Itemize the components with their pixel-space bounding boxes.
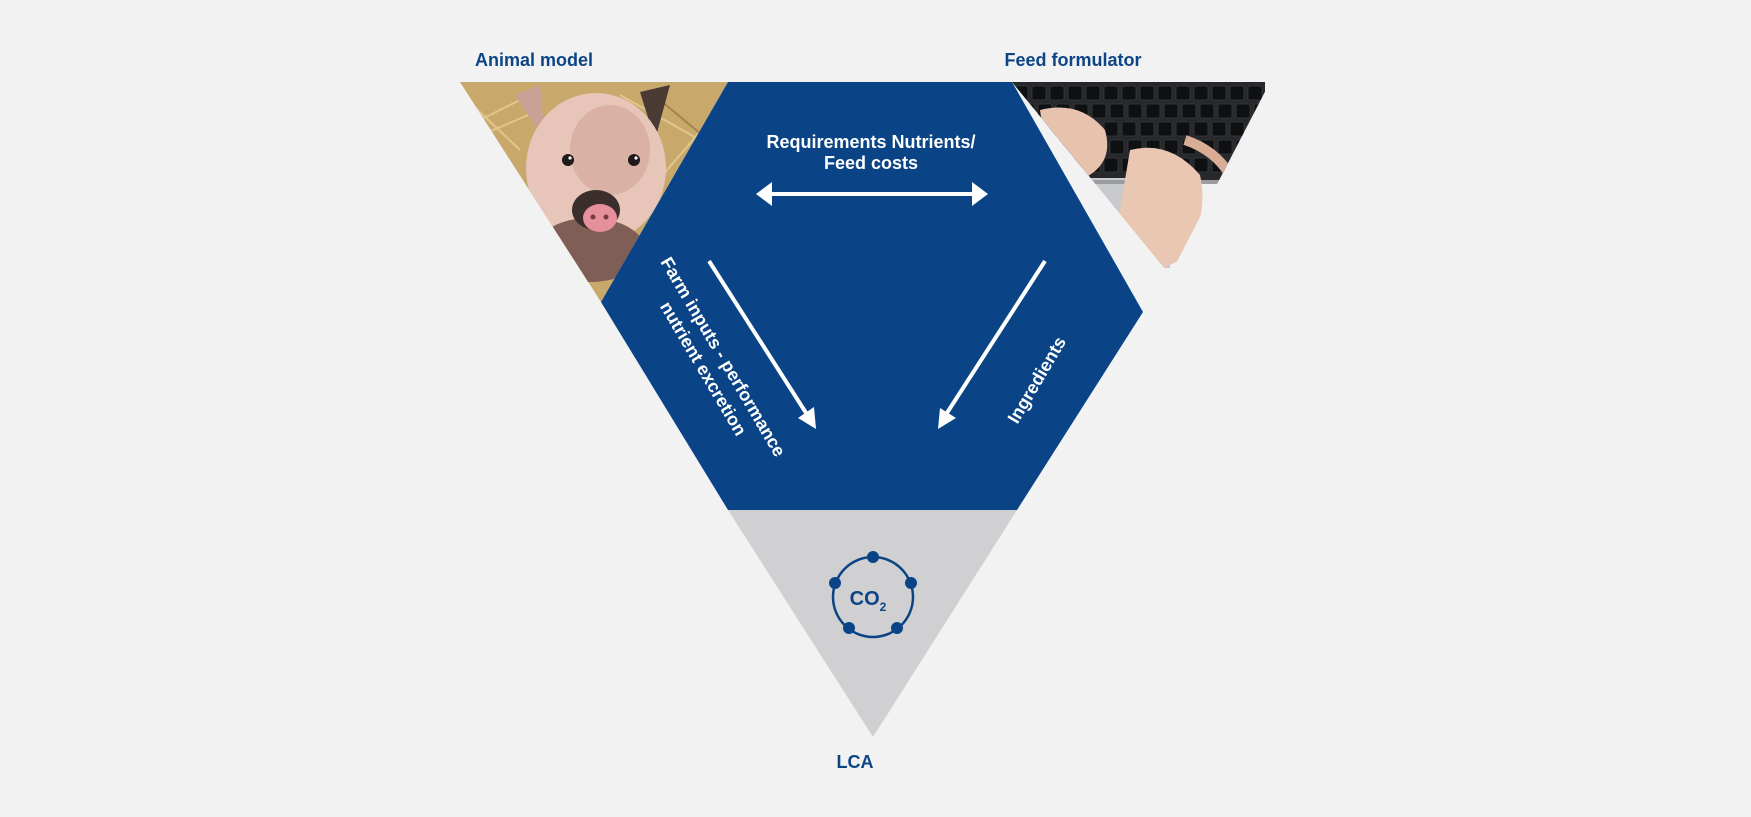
keyboard-key <box>1067 85 1083 101</box>
edge-label-top-line1: Requirements Nutrients/ <box>766 132 975 152</box>
keyboard-key <box>1031 85 1047 101</box>
keyboard-key <box>1253 103 1269 119</box>
keyboard-key <box>1181 103 1197 119</box>
keyboard-key <box>1253 139 1269 155</box>
co2-text: CO2 <box>850 588 887 614</box>
keyboard-key <box>1139 85 1155 101</box>
lca-triangle <box>728 510 1017 737</box>
right-diagonal-arrow <box>938 259 1047 429</box>
label-lca: LCA <box>836 752 874 772</box>
keyboard-key <box>1217 139 1233 155</box>
keyboard-key <box>1175 85 1191 101</box>
keyboard-key <box>1211 121 1227 137</box>
keyboard-key <box>1235 103 1251 119</box>
keyboard-key <box>1193 85 1209 101</box>
keyboard-key <box>1247 85 1263 101</box>
keyboard-key <box>1175 121 1191 137</box>
keyboard-key <box>1193 121 1209 137</box>
keyboard-key <box>1103 85 1119 101</box>
co2-cycle-icon: CO2 <box>829 551 917 639</box>
keyboard-key <box>1247 157 1263 173</box>
keyboard-key <box>1229 157 1245 173</box>
keyboard-key <box>1217 103 1233 119</box>
keyboard-key <box>1157 121 1173 137</box>
top-double-arrow <box>756 182 988 206</box>
keyboard-key <box>1103 157 1119 173</box>
keyboard-key <box>1229 85 1245 101</box>
keyboard-key <box>1211 85 1227 101</box>
keyboard-key <box>1145 103 1161 119</box>
keyboard-key <box>1139 121 1155 137</box>
keyboard-key <box>1163 103 1179 119</box>
center-hexagon <box>601 82 1143 510</box>
keyboard-key <box>1109 103 1125 119</box>
left-diagonal-arrow <box>707 259 816 429</box>
keyboard-key <box>1199 103 1215 119</box>
keyboard-key <box>1085 85 1101 101</box>
keyboard-key <box>1229 121 1245 137</box>
keyboard-key <box>1247 121 1263 137</box>
keyboard-key <box>1157 85 1173 101</box>
keyboard-key <box>1121 85 1137 101</box>
keyboard-key <box>1091 103 1107 119</box>
keyboard-key <box>1127 103 1143 119</box>
keyboard-key <box>1109 139 1125 155</box>
label-animal-model: Animal model <box>475 50 594 70</box>
keyboard-key <box>1193 157 1209 173</box>
keyboard-key <box>1049 85 1065 101</box>
label-feed-formulator: Feed formulator <box>1004 50 1142 70</box>
edge-label-top-line2: Feed costs <box>824 153 918 173</box>
keyboard-key <box>1103 121 1119 137</box>
keyboard-key <box>1121 121 1137 137</box>
keyboard-key <box>1235 139 1251 155</box>
